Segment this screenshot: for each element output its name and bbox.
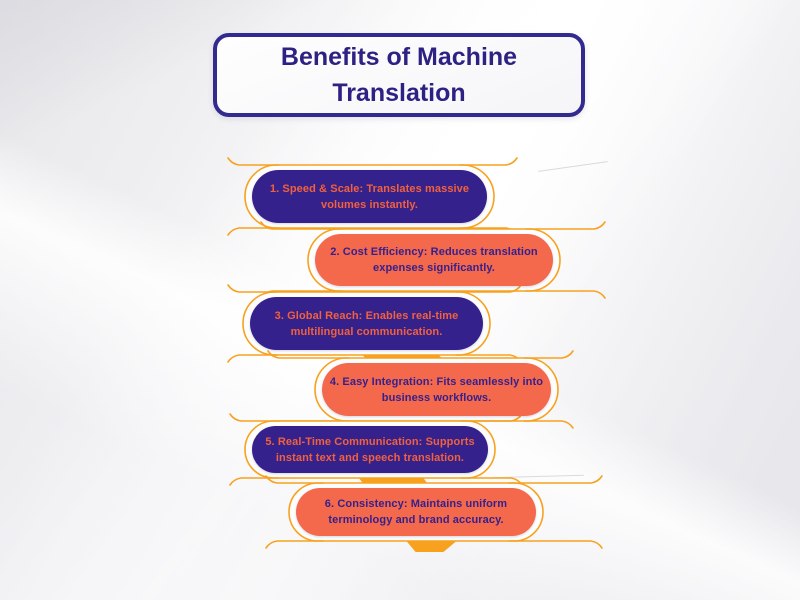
benefit-pill-5: 5. Real-Time Communication: Supports ins… (252, 426, 488, 473)
benefit-line: 3. Global Reach: Enables real-time (274, 309, 459, 322)
pill-echo-tail (267, 350, 350, 359)
benefit-line: multilingual communication. (290, 325, 443, 338)
pill-echo-tail (227, 157, 280, 166)
benefit-pill-4: 4. Easy Integration: Fits seamlessly int… (322, 363, 551, 416)
pill-echo-tail (459, 157, 518, 166)
benefit-line: expenses significantly. (373, 262, 495, 274)
benefit-line: 1. Speed & Scale: Translates massive (269, 182, 470, 195)
benefit-line: 4. Easy Integration: Fits seamlessly int… (329, 375, 544, 388)
page-title-line: Translation (332, 79, 466, 107)
pill-echo-tail (265, 475, 324, 484)
benefit-line: terminology and brand accuracy. (328, 514, 504, 526)
benefit-pill-6: 6. Consistency: Maintains uniform termin… (296, 488, 536, 536)
pill-echo-tail (455, 284, 522, 293)
pill-echo-tail (523, 350, 574, 359)
benefit-line: business workflows. (381, 391, 492, 404)
benefit-pill-2: 2. Cost Efficiency: Reduces translation … (315, 234, 553, 286)
page-title-line: Benefits of Machine (280, 43, 518, 71)
benefit-line: 6. Consistency: Maintains uniform (324, 498, 508, 510)
pill-echo-tail (227, 227, 280, 236)
pill-echo-tail (229, 413, 280, 422)
benefit-line: 5. Real-Time Communication: Supports (265, 435, 475, 448)
pill-echo-tail (265, 540, 324, 549)
title-box: Benefits of Machine Translation (213, 33, 585, 117)
pill-echo-tail (508, 475, 603, 484)
pill-echo-tail (525, 290, 606, 299)
benefit-line: 2. Cost Efficiency: Reduces translation (330, 246, 538, 258)
pill-echo-tail (525, 221, 606, 230)
pill-echo-tail (260, 221, 343, 230)
pill-echo-tail (523, 420, 574, 429)
pill-echo-tail (227, 284, 278, 293)
benefit-line: volumes instantly. (321, 198, 418, 211)
pill-echo-tail (508, 540, 603, 549)
pill-echo-tail (229, 477, 280, 486)
benefit-pill-3: 3. Global Reach: Enables real-time multi… (250, 297, 483, 350)
benefit-pill-1: 1. Speed & Scale: Translates massive vol… (252, 170, 487, 223)
pill-echo-tail (227, 354, 278, 363)
benefit-line: instant text and speech translation. (275, 451, 465, 464)
